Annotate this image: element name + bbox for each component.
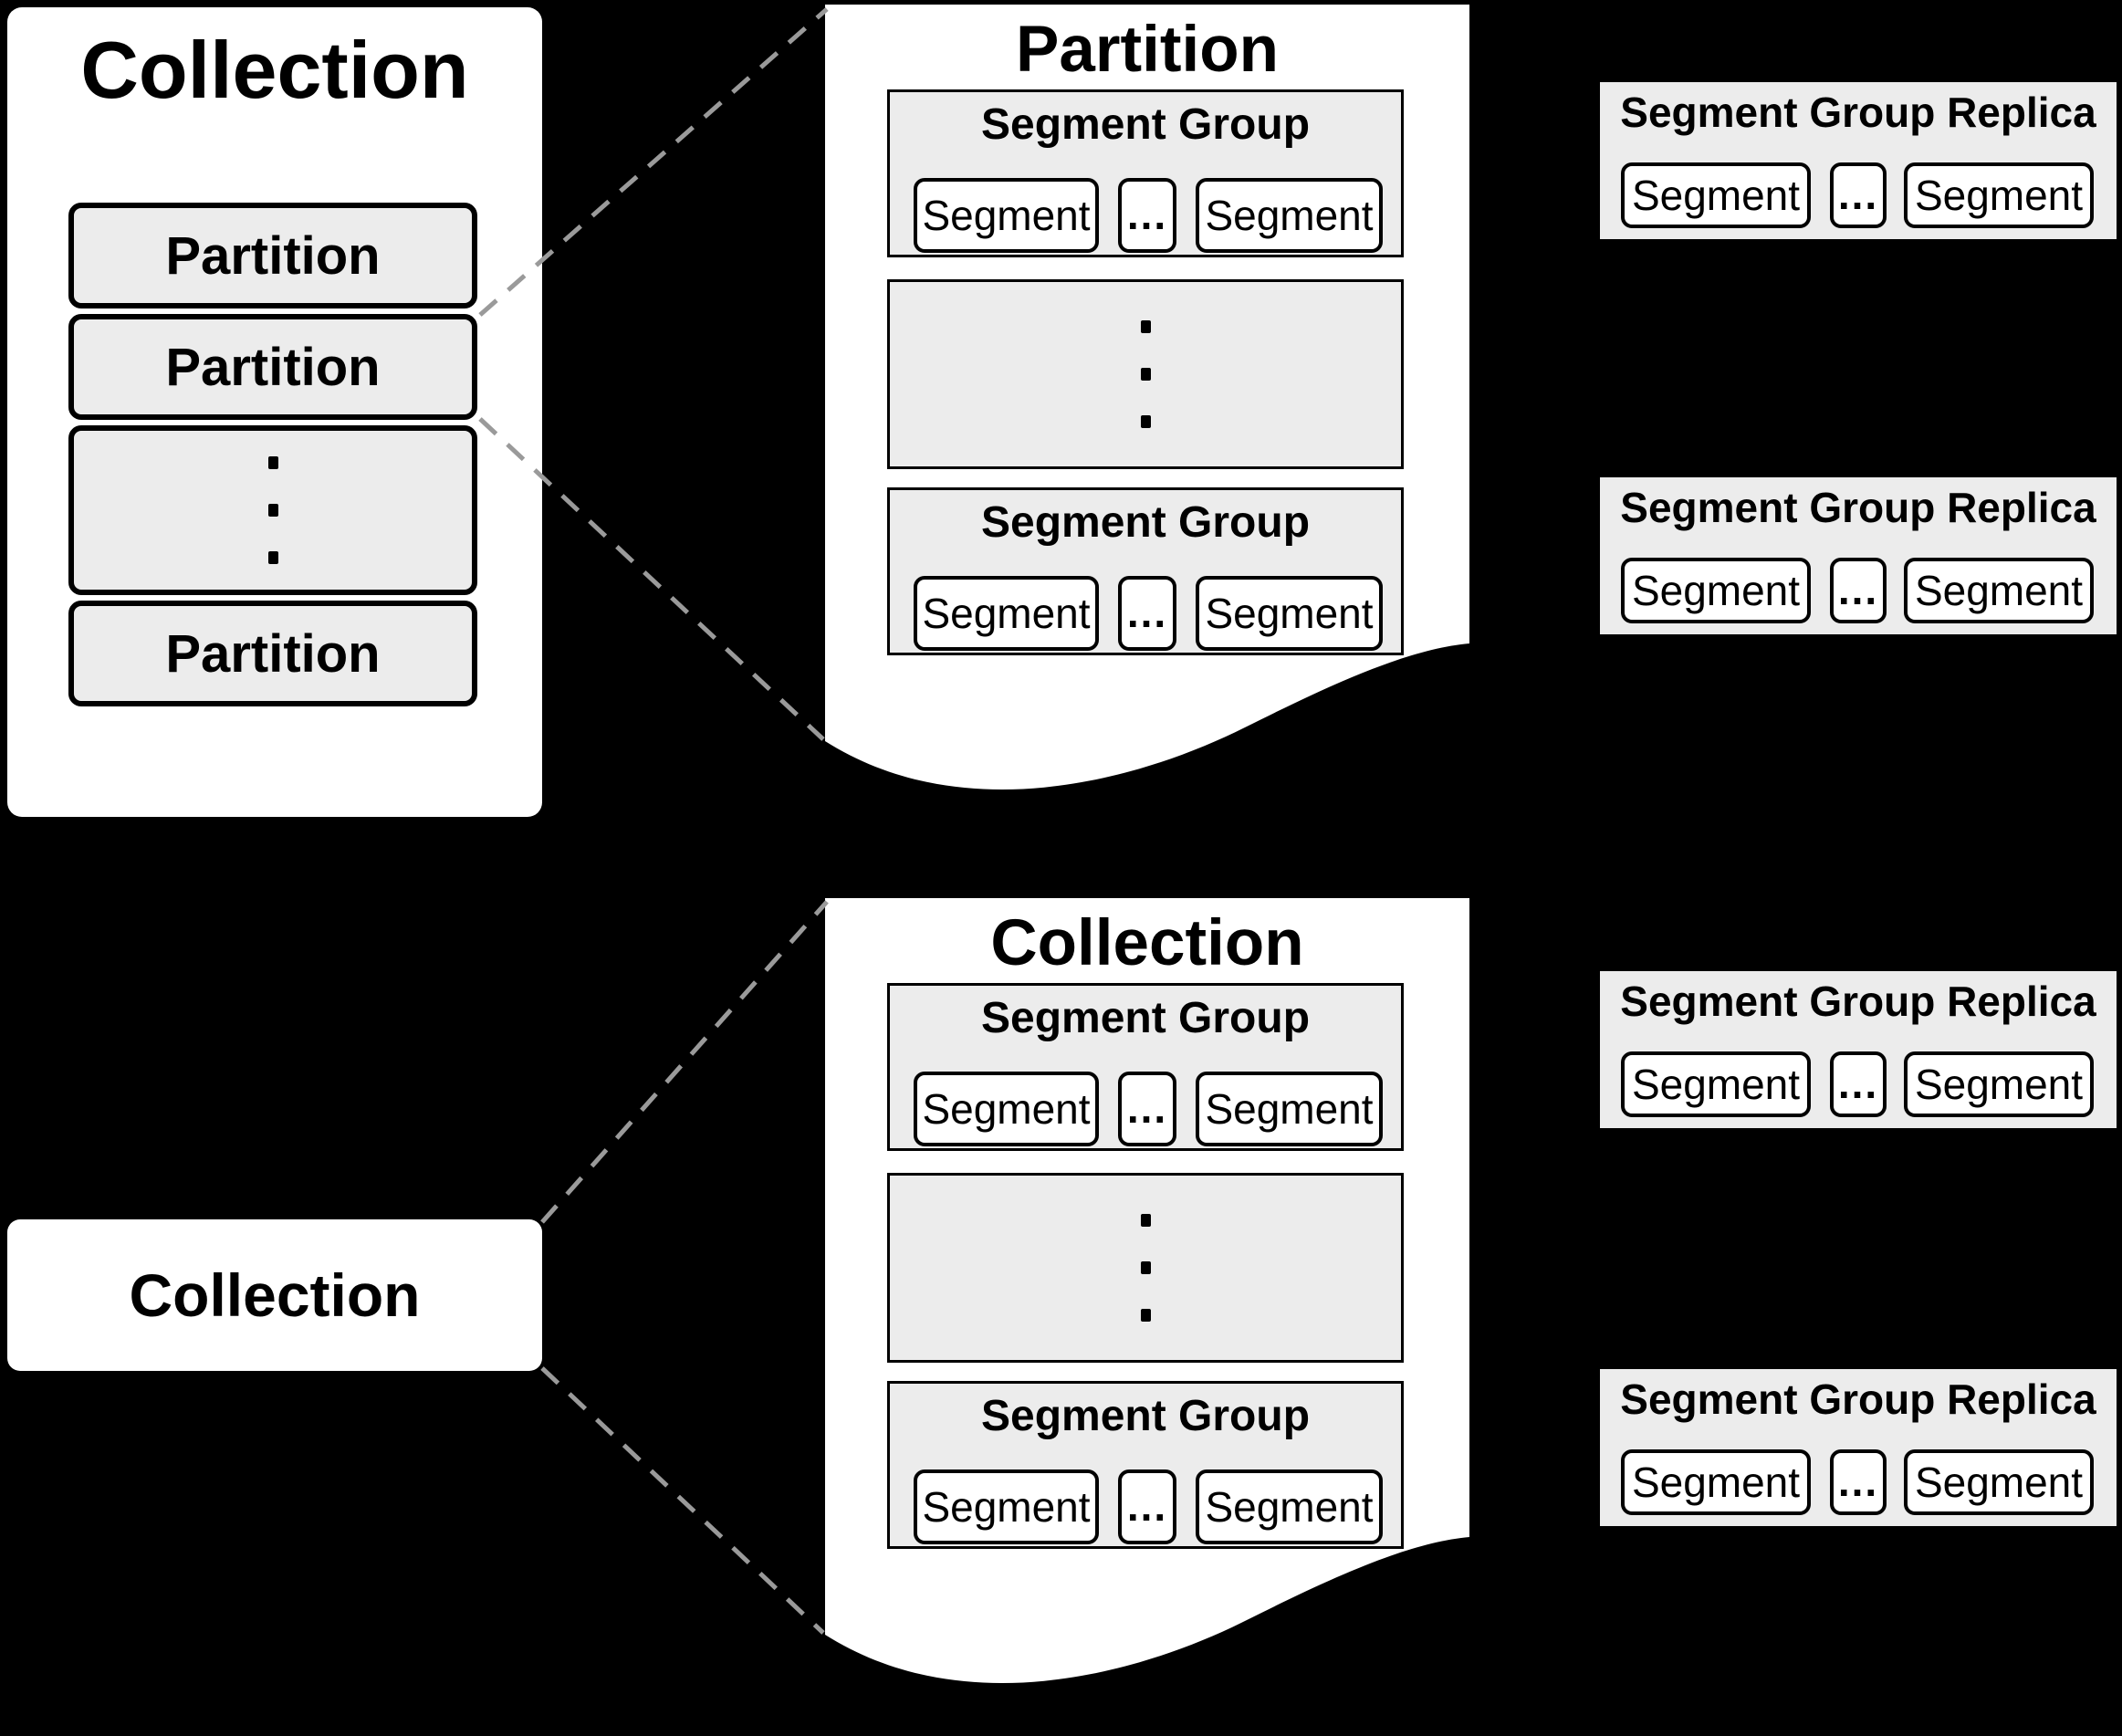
segment-group: Segment Group Segment ... Segment	[887, 89, 1404, 257]
vertical-ellipsis	[1140, 1214, 1151, 1322]
vertical-ellipsis-dot	[1140, 415, 1151, 428]
segment-group-title: Segment Group	[980, 100, 1311, 149]
vertical-ellipsis-dot	[1140, 1261, 1151, 1274]
segment-label: Segment	[1631, 1061, 1801, 1108]
replica-title: Segment Group Replica	[1620, 89, 2096, 136]
segment-group: Segment Group Segment ... Segment	[887, 487, 1404, 655]
segment-ellipsis-box: ...	[1830, 1449, 1887, 1515]
collection-label: Collection	[129, 1261, 421, 1329]
ellipsis-label: ...	[1837, 566, 1879, 614]
segment-label: Segment	[1631, 172, 1801, 219]
dashed-connector	[540, 900, 829, 1224]
segment-box: Segment	[914, 576, 1099, 651]
segment-label: Segment	[1914, 1459, 2084, 1506]
collection-container-top: Collection Partition Partition Partition	[7, 7, 542, 817]
segment-ellipsis-box: ...	[1118, 1072, 1176, 1146]
partition-row-2: Partition	[68, 314, 477, 420]
partition-row-1: Partition	[68, 203, 477, 309]
segment-label: Segment	[1205, 590, 1374, 637]
segment-group-replica: Segment Group Replica Segment ... Segmen…	[1600, 971, 2117, 1128]
segment-label: Segment	[1205, 192, 1374, 239]
partition-row-label: Partition	[165, 225, 381, 286]
segment-box: Segment	[1196, 1469, 1383, 1544]
vertical-ellipsis-dot	[1140, 320, 1151, 333]
ellipsis-label: ...	[1837, 1458, 1879, 1506]
segment-group-replica: Segment Group Replica Segment ... Segmen…	[1600, 477, 2117, 634]
replica-title: Segment Group Replica	[1620, 978, 2096, 1025]
segment-ellipsis-box: ...	[1118, 576, 1176, 651]
segment-ellipsis-box: ...	[1830, 1051, 1887, 1117]
collection-detail-box: Collection Segment Group Segment ... Seg…	[825, 898, 1469, 1731]
segment-group: Segment Group Segment ... Segment	[887, 1381, 1404, 1549]
segment-ellipsis-box: ...	[1118, 178, 1176, 253]
vertical-ellipsis-dot	[1140, 1214, 1151, 1227]
segment-box: Segment	[914, 1072, 1099, 1146]
ellipsis-label: ...	[1126, 589, 1168, 637]
segment-box: Segment	[914, 178, 1099, 253]
segment-ellipsis-box: ...	[1118, 1469, 1176, 1544]
segment-label: Segment	[922, 1085, 1091, 1133]
vertical-ellipsis-dot	[1140, 1309, 1151, 1322]
segment-label: Segment	[1914, 172, 2084, 219]
partition-detail-box: Partition Segment Group Segment ... Segm…	[825, 5, 1469, 837]
segment-box: Segment	[1621, 162, 1811, 228]
vertical-ellipsis	[267, 456, 278, 564]
segment-group-replica: Segment Group Replica Segment ... Segmen…	[1600, 82, 2117, 239]
segment-box: Segment	[1904, 1051, 2094, 1117]
dashed-connector	[540, 1366, 825, 1635]
segment-group: Segment Group Segment ... Segment	[887, 983, 1404, 1151]
ellipsis-label: ...	[1126, 1482, 1168, 1531]
segment-label: Segment	[922, 192, 1091, 239]
partition-ellipsis-row	[68, 425, 477, 595]
segment-box: Segment	[1621, 1051, 1811, 1117]
vertical-ellipsis	[1140, 320, 1151, 428]
segment-box: Segment	[1621, 558, 1811, 623]
partition-detail-title: Partition	[1016, 14, 1279, 86]
segment-ellipsis-box: ...	[1830, 162, 1887, 228]
segment-box: Segment	[1904, 558, 2094, 623]
segment-box: Segment	[1621, 1449, 1811, 1515]
collection-container-title: Collection	[80, 25, 469, 115]
segment-group-title: Segment Group	[980, 994, 1311, 1042]
ellipsis-label: ...	[1837, 171, 1879, 219]
segment-group-ellipsis-panel	[887, 279, 1404, 469]
segment-group-title: Segment Group	[980, 498, 1311, 547]
replica-title: Segment Group Replica	[1620, 484, 2096, 531]
partition-row-label: Partition	[165, 337, 381, 397]
segment-label: Segment	[1914, 1061, 2084, 1108]
partition-row-3: Partition	[68, 601, 477, 706]
vertical-ellipsis-dot	[267, 504, 278, 517]
segment-box: Segment	[1196, 1072, 1383, 1146]
segment-label: Segment	[1205, 1483, 1374, 1531]
segment-box: Segment	[914, 1469, 1099, 1544]
segment-group-title: Segment Group	[980, 1392, 1311, 1440]
ellipsis-label: ...	[1126, 1084, 1168, 1133]
segment-label: Segment	[1914, 567, 2084, 614]
vertical-ellipsis-dot	[1140, 368, 1151, 381]
segment-box: Segment	[1196, 178, 1383, 253]
segment-box: Segment	[1904, 1449, 2094, 1515]
segment-label: Segment	[922, 590, 1091, 637]
vertical-ellipsis-dot	[267, 551, 278, 564]
segment-group-ellipsis-panel	[887, 1173, 1404, 1363]
segment-label: Segment	[1631, 567, 1801, 614]
ellipsis-label: ...	[1837, 1060, 1879, 1108]
segment-group-replica: Segment Group Replica Segment ... Segmen…	[1600, 1369, 2117, 1526]
segment-box: Segment	[1196, 576, 1383, 651]
ellipsis-label: ...	[1126, 191, 1168, 239]
collection-label-box: Collection	[7, 1219, 542, 1371]
vertical-ellipsis-dot	[267, 456, 278, 469]
collection-detail-title: Collection	[990, 907, 1304, 979]
segment-label: Segment	[1205, 1085, 1374, 1133]
segment-label: Segment	[922, 1483, 1091, 1531]
segment-ellipsis-box: ...	[1830, 558, 1887, 623]
segment-label: Segment	[1631, 1459, 1801, 1506]
replica-title: Segment Group Replica	[1620, 1375, 2096, 1423]
segment-box: Segment	[1904, 162, 2094, 228]
partition-row-label: Partition	[165, 623, 381, 684]
